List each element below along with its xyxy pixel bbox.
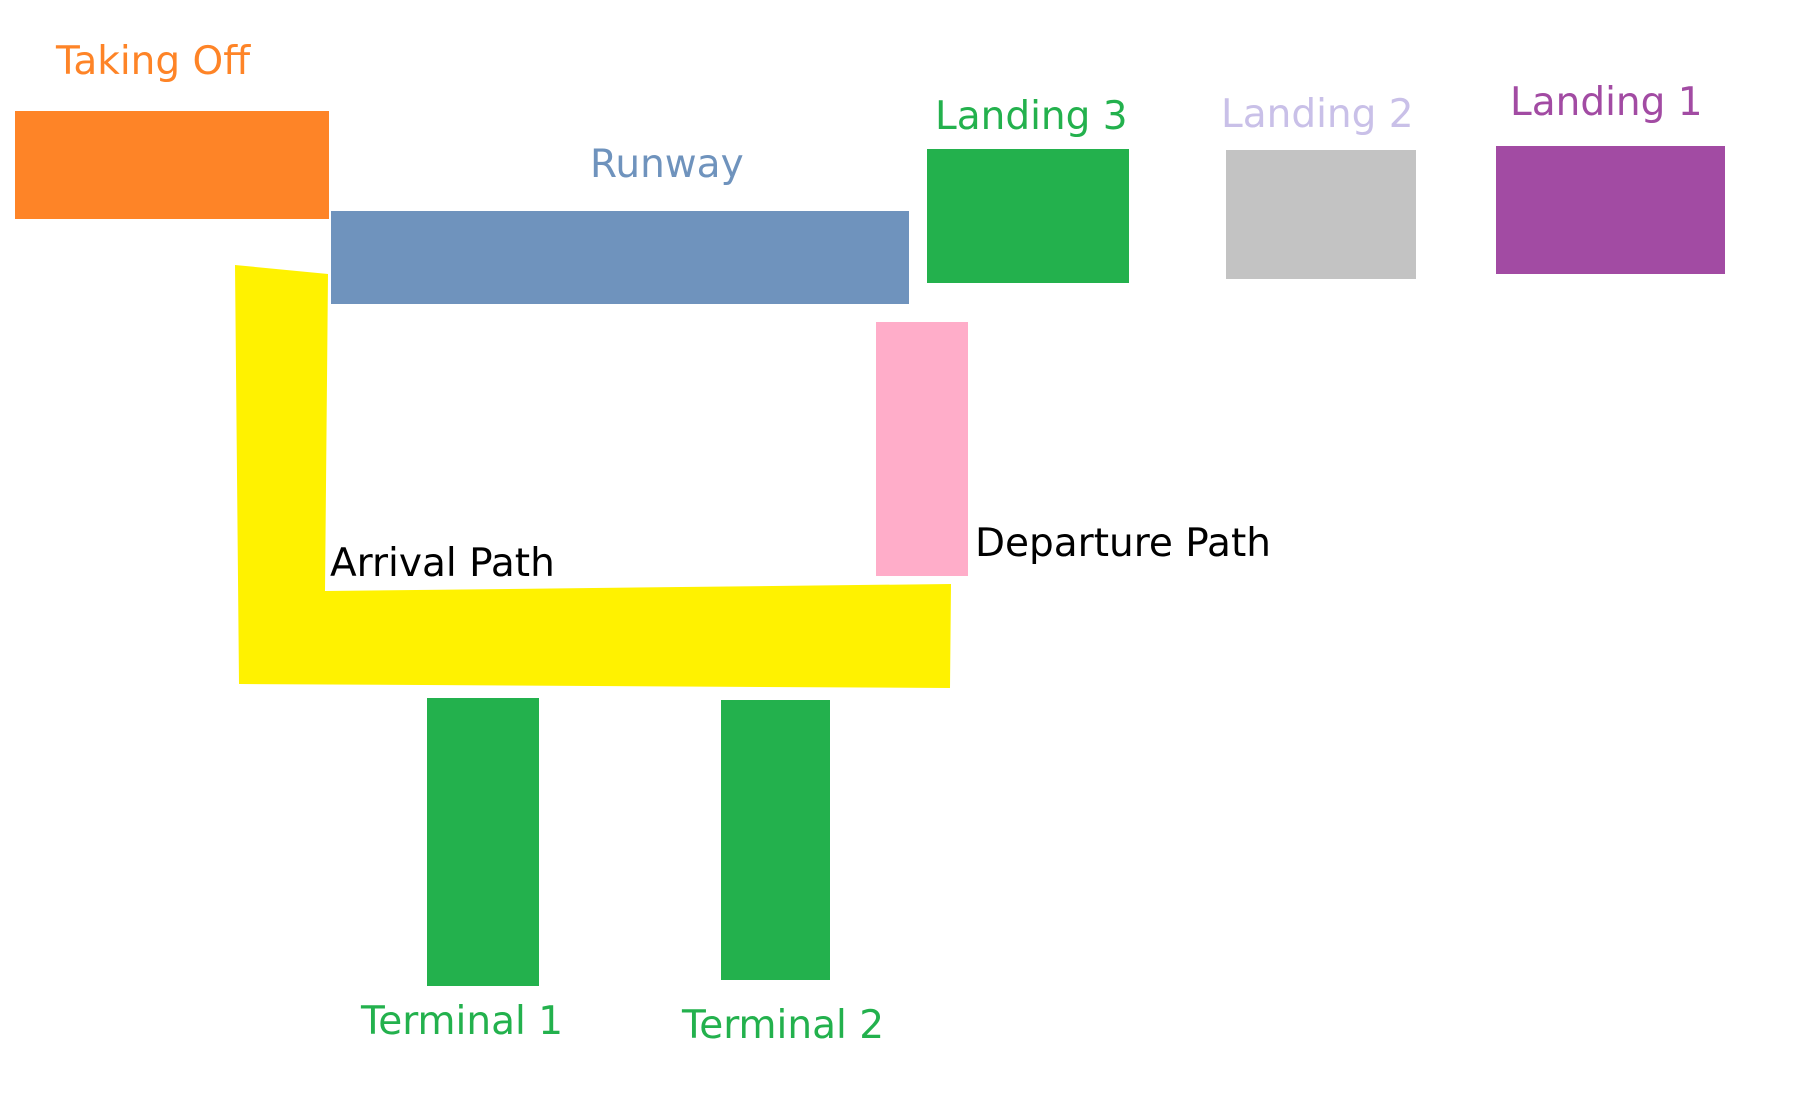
terminal-2-label: Terminal 2 (682, 1003, 885, 1048)
landing-1-label: Landing 1 (1510, 80, 1703, 125)
landing-3-label: Landing 3 (935, 94, 1128, 139)
terminal-1-label: Terminal 1 (361, 999, 564, 1044)
taking-off-label: Taking Off (56, 39, 251, 84)
terminal-2-block (721, 700, 830, 980)
landing-2-block (1226, 150, 1416, 279)
terminal-1-block (427, 698, 539, 986)
landing-3-block (927, 149, 1129, 283)
runway-label: Runway (590, 142, 744, 187)
departure-path-block (876, 322, 968, 576)
arrival-path-label: Arrival Path (330, 541, 555, 586)
arrival-path-polygon (235, 265, 951, 688)
departure-path-label: Departure Path (975, 521, 1271, 566)
runway-block (331, 211, 909, 304)
landing-1-block (1496, 146, 1725, 274)
landing-2-label: Landing 2 (1221, 92, 1414, 137)
taking-off-block (15, 111, 329, 219)
